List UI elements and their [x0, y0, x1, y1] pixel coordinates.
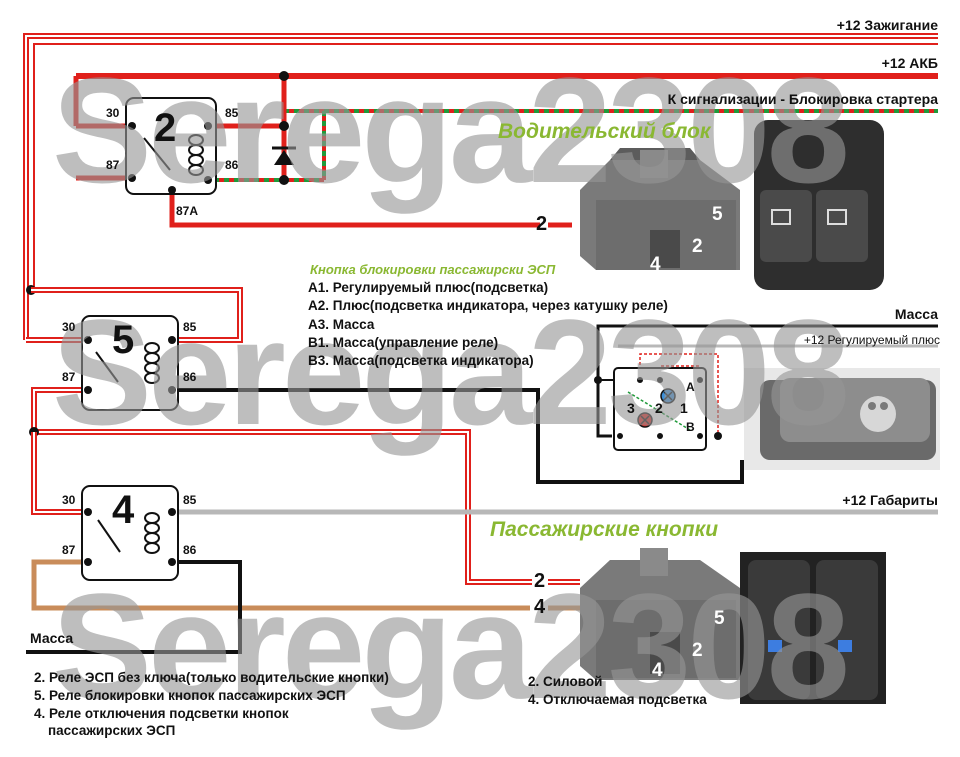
relay4-pin87: 87 [62, 543, 76, 557]
relay2-pin86: 86 [225, 158, 239, 172]
relay4-pin85: 85 [183, 493, 197, 507]
relay4-box [81, 485, 179, 581]
ignition-label: +12 Зажигание [836, 17, 938, 33]
legend-relay-5: 5. Реле блокировки кнопок пассажирских Э… [34, 688, 346, 703]
relay2-pin87a: 87А [176, 204, 199, 218]
driver-pin-2: 2 [692, 236, 703, 257]
lock-button-item-b1: В1. Масса(управление реле) [308, 335, 499, 350]
legend-relay-4-cont: пассажирских ЭСП [48, 723, 176, 738]
relay2-pin87: 87 [106, 158, 120, 172]
passenger-buttons-photo [740, 552, 886, 704]
lock-button-item-a2: А2. Плюс(подсветка индикатора, через кат… [308, 298, 668, 313]
passenger-block-title: Пассажирские кнопки [490, 518, 719, 541]
driver-block-title: Водительский блок [498, 120, 711, 143]
watermark-top: Serega2308 [52, 46, 850, 214]
driver-button-photo [754, 120, 884, 290]
battery-label: +12 АКБ [881, 55, 938, 71]
lock-pin-a: А [686, 380, 695, 394]
lock-button-title: Кнопка блокировки пассажирски ЭСП [310, 262, 556, 277]
passenger-wire-2-label: 2 [534, 570, 546, 592]
relay2-number: 2 [154, 106, 177, 150]
driver-pin-5: 5 [712, 204, 723, 225]
relay2-pin30: 30 [106, 106, 120, 120]
passenger-pin-4: 4 [652, 660, 663, 681]
relay4-number: 4 [112, 488, 135, 532]
lock-pin-b: В [686, 420, 695, 434]
relay5-box [81, 315, 179, 411]
passenger-pin-5: 5 [714, 608, 725, 629]
relay4-pin30: 30 [62, 493, 76, 507]
driver-connector [580, 148, 740, 270]
relay2-pin85: 85 [225, 106, 239, 120]
passenger-connector [580, 548, 740, 680]
legend-relay-2: 2. Реле ЭСП без ключа(только водительски… [34, 670, 389, 685]
lock-button-item-a1: А1. Регулируемый плюс(подсветка) [308, 280, 549, 295]
relay5-number: 5 [112, 318, 135, 362]
parking-lights-label: +12 Габариты [842, 492, 938, 508]
lock-button-item-b3: В3. Масса(подсветка индикатора) [308, 353, 534, 368]
legend-relay-4: 4. Реле отключения подсветки кнопок [34, 706, 289, 721]
lock-button-item-a3: А3. Масса [308, 317, 375, 332]
watermark-middle: Serega2308 [52, 288, 850, 456]
lock-pin-3: 3 [627, 400, 635, 416]
ground-right-label: Масса [894, 306, 938, 322]
lock-button-box [613, 367, 707, 451]
relay5-pin85: 85 [183, 320, 197, 334]
relay5-pin86: 86 [183, 370, 197, 384]
diode-icon [272, 146, 296, 165]
adjustable-plus-label: +12 Регулируемый плюс [803, 333, 940, 347]
relay4-pin86: 86 [183, 543, 197, 557]
legend-wire-4: 4. Отключаемая подсветка [528, 692, 707, 707]
lock-button-photo [744, 368, 940, 470]
legend-wire-2: 2. Силовой [528, 674, 603, 689]
relay2-pin87a-wire [169, 195, 540, 228]
relay5-pin87: 87 [62, 370, 76, 384]
lock-pin-1: 1 [680, 400, 688, 416]
passenger-wire-4-label: 4 [534, 596, 546, 618]
alarm-label: К сигнализации - Блокировка стартера [667, 91, 938, 107]
relay2-box [125, 97, 217, 195]
watermark-bottom: Serega2308 [52, 562, 850, 730]
driver-wire-label: 2 [536, 213, 548, 235]
ground-left-label: Масса [30, 630, 74, 646]
lock-pin-2: 2 [655, 400, 663, 416]
driver-pin-4: 4 [650, 254, 661, 275]
passenger-pin-2: 2 [692, 640, 703, 661]
ignition-rail [23, 33, 938, 290]
relay5-pin30: 30 [62, 320, 76, 334]
